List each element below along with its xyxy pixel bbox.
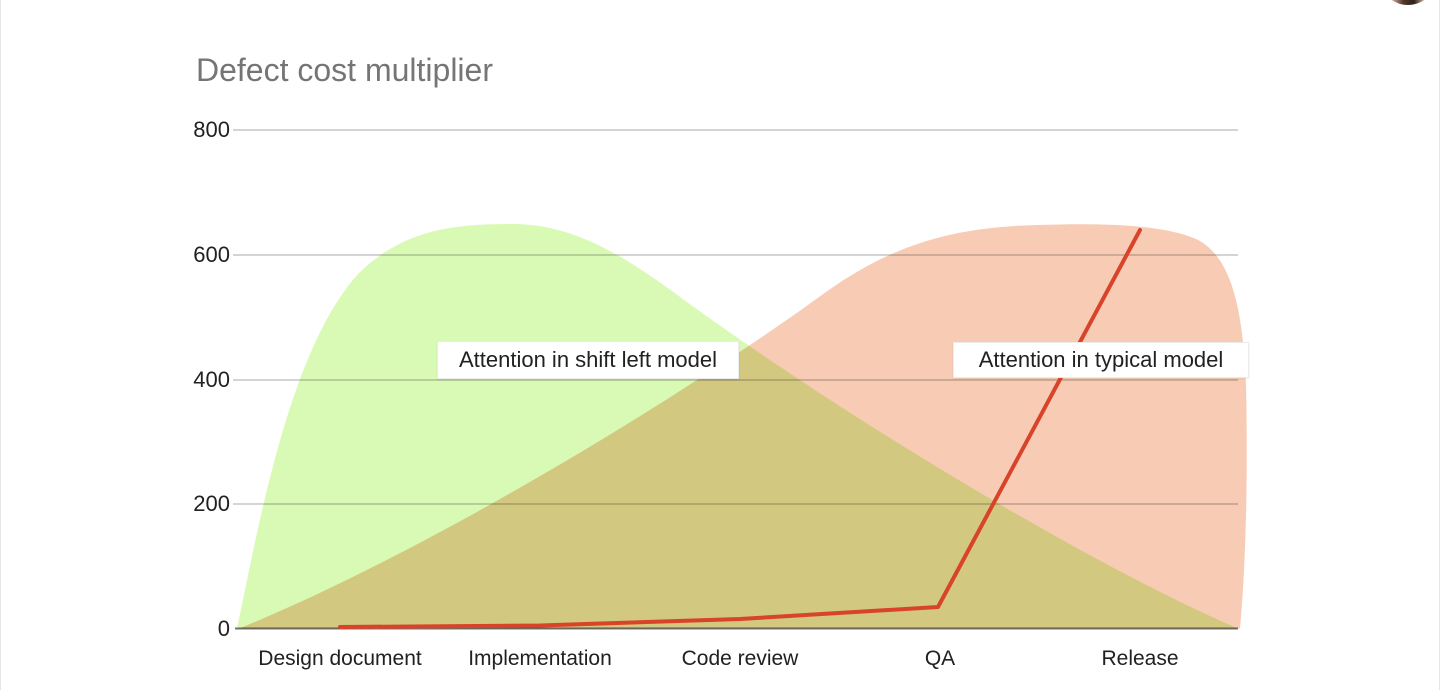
x-label-release: Release — [1101, 647, 1179, 670]
y-tick-0: 0 — [217, 616, 230, 641]
annotation-shift-left-model: Attention in shift left model — [437, 341, 739, 379]
x-label-code-review: Code review — [681, 647, 799, 670]
x-label-implementation: Implementation — [468, 647, 612, 670]
y-tick-800: 800 — [193, 117, 230, 142]
defect-cost-line — [338, 228, 1142, 629]
x-label-design-document: Design document — [258, 647, 422, 670]
y-tick-200: 200 — [193, 491, 230, 516]
account-avatar[interactable] — [1379, 0, 1437, 5]
typical-area — [239, 224, 1247, 629]
chart-title: Defect cost multiplier — [196, 52, 493, 88]
y-tick-600: 600 — [193, 242, 230, 267]
slide-edge-left — [0, 0, 1, 690]
y-tick-400: 400 — [193, 367, 230, 392]
annotation-typical-model: Attention in typical model — [953, 342, 1249, 378]
x-label-qa: QA — [924, 647, 956, 670]
